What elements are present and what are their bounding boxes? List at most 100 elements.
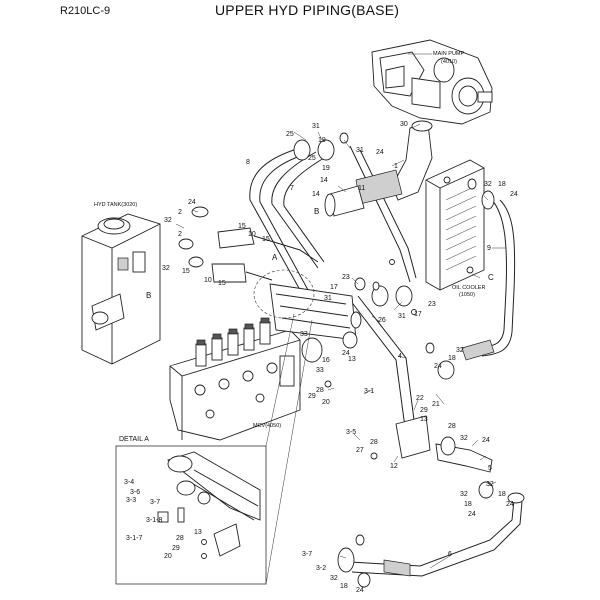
callout-3-1: 3-1 bbox=[364, 388, 374, 395]
callout-24: 24 bbox=[342, 350, 350, 357]
callout-2: 2 bbox=[178, 231, 182, 238]
callout-20: 20 bbox=[322, 399, 330, 406]
callout-24: 24 bbox=[482, 437, 490, 444]
callout-c: C bbox=[488, 273, 494, 282]
callout-17: 17 bbox=[414, 311, 422, 318]
callout-24: 24 bbox=[188, 199, 196, 206]
mcv bbox=[169, 317, 301, 441]
callout-32: 32 bbox=[460, 491, 468, 498]
callout-15: 15 bbox=[262, 236, 270, 243]
callout-27: 27 bbox=[356, 447, 364, 454]
callout-b: B bbox=[314, 207, 319, 216]
callout-18: 18 bbox=[448, 355, 456, 362]
callout-28: 28 bbox=[448, 423, 456, 430]
callout-21: 21 bbox=[432, 401, 440, 408]
callout-17: 17 bbox=[330, 284, 338, 291]
fittings bbox=[293, 132, 494, 588]
callout-33: 33 bbox=[300, 331, 308, 338]
callout-16: 16 bbox=[322, 357, 330, 364]
callout-3-6: 3-6 bbox=[130, 489, 140, 496]
callout-29: 29 bbox=[308, 393, 316, 400]
callout-13: 13 bbox=[420, 416, 428, 423]
main-pump bbox=[371, 39, 493, 125]
hyd-tank-label: HYD TANK(3020) bbox=[94, 202, 137, 208]
pipe-7-8 bbox=[249, 145, 417, 301]
callout-8: 8 bbox=[246, 159, 250, 166]
callout-32: 32 bbox=[460, 435, 468, 442]
callout-18: 18 bbox=[340, 583, 348, 590]
callout-7: 7 bbox=[290, 185, 294, 192]
hoses-15-10 bbox=[178, 206, 319, 283]
callout-26: 26 bbox=[378, 317, 386, 324]
view-marker-b-tank: B bbox=[146, 291, 151, 300]
callout-32: 32 bbox=[486, 481, 494, 488]
callout-4: 4 bbox=[398, 353, 402, 360]
callout-32: 32 bbox=[162, 265, 170, 272]
callout-14: 14 bbox=[320, 177, 328, 184]
callout-19: 19 bbox=[318, 137, 326, 144]
callout-3-7: 3-7 bbox=[150, 499, 160, 506]
callout-6: 6 bbox=[448, 551, 452, 558]
callout-31: 31 bbox=[324, 295, 332, 302]
callout-31: 31 bbox=[356, 147, 364, 154]
callout-3-2: 3-2 bbox=[316, 565, 326, 572]
callout-19: 19 bbox=[322, 165, 330, 172]
callout-15: 15 bbox=[218, 280, 226, 287]
main-pump-label: MAIN PUMP bbox=[433, 51, 465, 57]
callout-20: 20 bbox=[164, 553, 172, 560]
callout-31: 31 bbox=[312, 123, 320, 130]
callout-31: 31 bbox=[398, 313, 406, 320]
callout-11: 11 bbox=[358, 185, 365, 192]
callout-29: 29 bbox=[172, 545, 180, 552]
callout-13: 13 bbox=[348, 356, 356, 363]
callout-32: 32 bbox=[456, 347, 464, 354]
callout-22: 22 bbox=[416, 395, 424, 402]
callout-28: 28 bbox=[176, 535, 184, 542]
hyd-tank bbox=[81, 213, 161, 365]
callout-29: 29 bbox=[420, 407, 428, 414]
callout-32: 32 bbox=[330, 575, 338, 582]
callout-13: 13 bbox=[194, 529, 202, 536]
oil-cooler-label: OIL COOLER bbox=[452, 285, 485, 291]
callout-32: 32 bbox=[164, 217, 172, 224]
oil-cooler bbox=[425, 159, 485, 291]
callout-24: 24 bbox=[506, 501, 514, 508]
callout-23: 23 bbox=[428, 301, 436, 308]
callout-3-5: 3-5 bbox=[346, 429, 356, 436]
callout-3-3: 3-3 bbox=[126, 497, 136, 504]
callout-23: 23 bbox=[342, 274, 350, 281]
callout-15: 15 bbox=[238, 223, 246, 230]
callout-3-1-8: 3-1-8 bbox=[146, 517, 162, 524]
callout-25: 25 bbox=[286, 131, 294, 138]
callout-3-7: 3-7 bbox=[302, 551, 312, 558]
callout-18: 18 bbox=[498, 181, 506, 188]
main-pump-code: (4010) bbox=[441, 59, 457, 65]
pipe-1-11 bbox=[324, 120, 433, 217]
callout-24: 24 bbox=[434, 363, 442, 370]
callout-28: 28 bbox=[370, 439, 378, 446]
callout-5: 5 bbox=[488, 465, 492, 472]
detail-a-title: DETAIL A bbox=[119, 436, 149, 443]
callout-24: 24 bbox=[510, 191, 518, 198]
callout-30: 30 bbox=[400, 121, 408, 128]
callout-9: 9 bbox=[487, 245, 491, 252]
pipe-3-1 bbox=[349, 295, 431, 459]
callout-24: 24 bbox=[356, 587, 364, 594]
oil-cooler-code: (1050) bbox=[459, 292, 475, 298]
callout-18: 18 bbox=[464, 501, 472, 508]
callout-3-1-7: 3-1-7 bbox=[126, 535, 142, 542]
callout-2: 2 bbox=[178, 209, 182, 216]
callout-18: 18 bbox=[498, 491, 506, 498]
callout-24: 24 bbox=[468, 511, 476, 518]
page-title: UPPER HYD PIPING(BASE) bbox=[215, 2, 400, 18]
mcv-label: MCV(4050) bbox=[253, 423, 281, 429]
callout-10: 10 bbox=[204, 277, 212, 284]
callout-24: 24 bbox=[376, 149, 384, 156]
callout-25: 25 bbox=[308, 155, 316, 162]
callout-15: 15 bbox=[182, 268, 190, 275]
callout-14: 14 bbox=[312, 191, 320, 198]
